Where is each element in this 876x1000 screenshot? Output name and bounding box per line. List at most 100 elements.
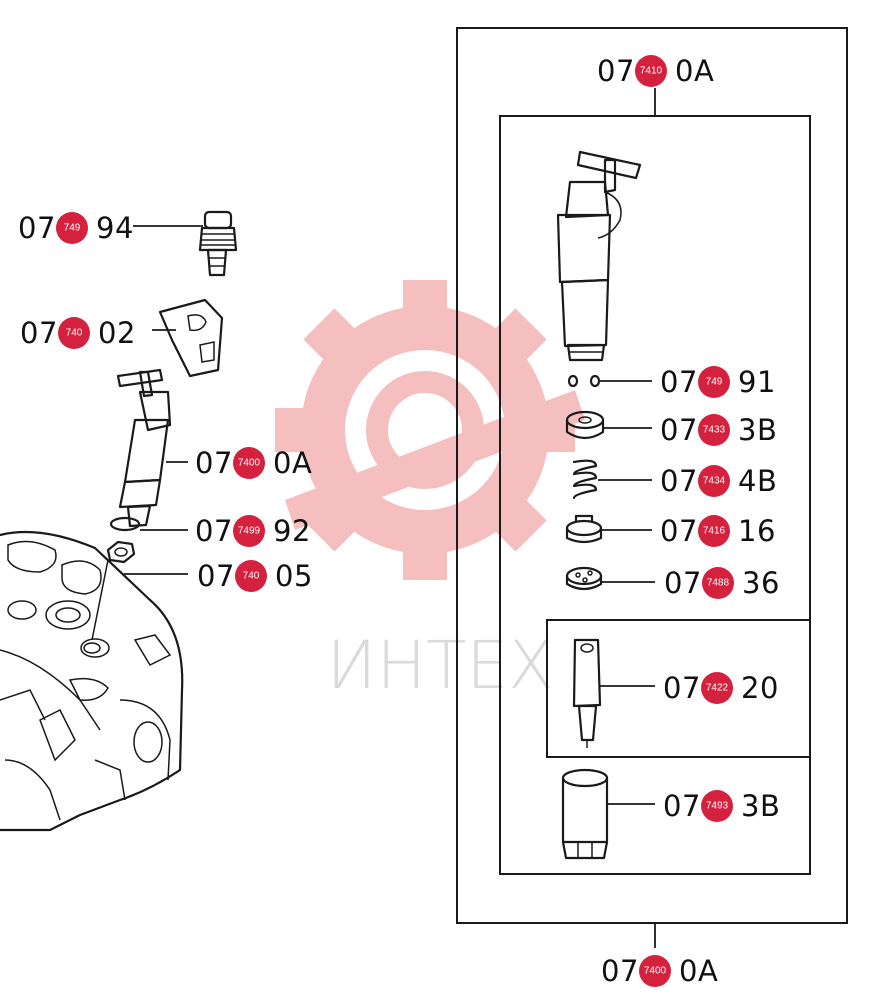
nozzle-subgroup-frame [546,619,811,758]
badge-text: 7488 [707,578,730,589]
part-number-suffix: 3B [738,413,777,447]
badge-circle [235,560,267,592]
part-number-suffix: 05 [275,559,313,593]
part-number-suffix: 20 [741,671,779,705]
part-number-suffix: 94 [96,211,134,245]
badge-circle [698,366,730,398]
badge-marker[interactable]: 7433 [698,414,730,446]
callout-c12: 07 20 7422 [663,671,779,705]
badge-marker[interactable]: 7410 [635,55,667,87]
badge-circle [58,317,90,349]
badge-circle [639,955,671,987]
part-number-suffix: 91 [738,365,776,399]
part-number-prefix: 07 [18,211,56,245]
part-number-suffix: 02 [98,316,136,350]
washer-left-part [109,516,141,532]
kit-outer-frame [456,27,848,924]
badge-marker[interactable]: 7416 [698,515,730,547]
badge-text: 749 [64,223,81,234]
badge-marker[interactable]: 7400 [233,447,265,479]
nozzle-part [572,638,602,748]
part-number-suffix: 92 [273,514,311,548]
badge-text: 7499 [238,526,261,537]
callout-c2: 07 02 740 [20,316,136,350]
badge-circle [635,55,667,87]
part-number-suffix: 0A [675,54,714,88]
badge-marker[interactable]: 7434 [698,465,730,497]
retaining-nut-part [561,768,609,860]
badge-text: 740 [66,328,83,339]
badge-marker[interactable]: 7488 [702,567,734,599]
part-number-prefix: 07 [20,316,58,350]
badge-text: 7434 [703,476,726,487]
part-number-prefix: 07 [663,789,701,823]
badge-marker[interactable]: 740 [58,317,90,349]
badge-circle [233,515,265,547]
clamp-part [158,298,224,378]
badge-circle [698,465,730,497]
part-number-prefix: 07 [664,566,702,600]
badge-circle [702,567,734,599]
badge-marker[interactable]: 7400 [639,955,671,987]
injector-left-part [116,368,172,528]
callout-c10: 07 16 7416 [660,514,776,548]
watermark-logo: ИНТЕХ [275,280,585,704]
badge-circle [698,515,730,547]
part-number-prefix: 07 [197,559,235,593]
callout-c4: 07 92 7499 [195,514,311,548]
badge-circle [56,212,88,244]
part-number-prefix: 07 [660,464,698,498]
callout-c3: 07 0A 7400 [195,446,312,480]
callout-c11: 07 36 7488 [664,566,780,600]
injector-right-part [556,150,642,362]
badge-marker[interactable]: 7422 [701,672,733,704]
part-number-suffix: 0A [273,446,312,480]
badge-marker[interactable]: 740 [235,560,267,592]
badge-circle [701,672,733,704]
part-number-suffix: 4B [738,464,777,498]
callout-c9: 07 4B 7434 [660,464,777,498]
badge-circle [233,447,265,479]
badge-marker[interactable]: 7493 [701,790,733,822]
badge-text: 7400 [238,458,261,469]
orings-part [567,374,601,388]
part-number-prefix: 07 [660,365,698,399]
part-number-prefix: 07 [660,514,698,548]
part-number-prefix: 07 [195,446,233,480]
spacer-part [565,566,603,591]
callout-c13: 07 3B 7493 [663,789,780,823]
push-piece-part [565,514,603,544]
part-number-suffix: 16 [738,514,776,548]
badge-text: 7493 [706,801,729,812]
badge-marker[interactable]: 7499 [233,515,265,547]
watermark-text: ИНТЕХ [327,627,554,704]
badge-text: 7400 [644,966,667,977]
badge-marker[interactable]: 749 [56,212,88,244]
callout-c5: 07 05 740 [197,559,313,593]
spring-seat-part [565,410,605,440]
part-number-prefix: 07 [601,954,639,988]
badge-text: 7433 [703,425,726,436]
part-number-prefix: 07 [597,54,635,88]
part-number-prefix: 07 [663,671,701,705]
badge-text: 7416 [703,526,726,537]
part-number-suffix: 36 [742,566,780,600]
part-number-suffix: 3B [741,789,780,823]
part-number-prefix: 07 [195,514,233,548]
badge-text: 7422 [706,683,729,694]
cylinder-head-drawing [0,530,184,832]
stud-bolt-part [198,210,238,277]
gear-icon [275,280,585,580]
badge-circle [698,414,730,446]
spring-part [572,459,598,500]
badge-marker[interactable]: 749 [698,366,730,398]
badge-text: 740 [243,571,260,582]
part-number-suffix: 0A [679,954,718,988]
seal-left-part [106,540,136,564]
callout-c1: 07 94 749 [18,211,134,245]
badge-text: 7410 [640,66,663,77]
badge-circle [701,790,733,822]
